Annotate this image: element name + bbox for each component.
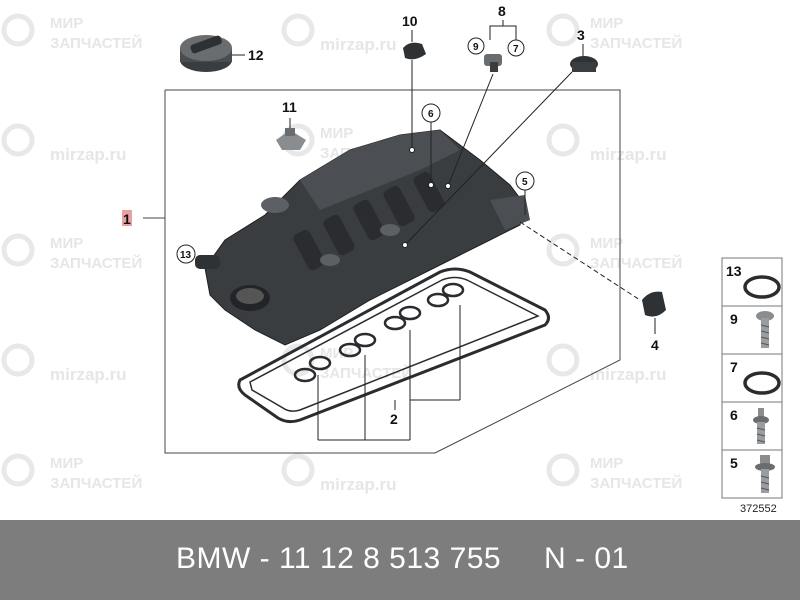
oil-filler-cap-part[interactable] xyxy=(180,35,245,72)
part-number: BMW - 11 12 8 513 755 xyxy=(176,542,502,575)
callout-9-badge xyxy=(467,37,485,55)
leader-dots xyxy=(402,147,451,248)
watermark-line2: ЗАПЧАСТЕЙ xyxy=(320,364,412,382)
gasket-set-part[interactable] xyxy=(237,267,550,424)
watermark-line2: ЗАПЧАСТЕЙ xyxy=(590,34,682,52)
position-code: N - 01 xyxy=(544,542,629,575)
callout-13-badge xyxy=(176,244,196,264)
watermark-line2: ЗАПЧАСТЕЙ xyxy=(590,474,682,492)
cylinder-head-cover-part[interactable] xyxy=(195,129,530,346)
watermark-line2: ЗАПЧАСТЕЙ xyxy=(50,254,142,272)
o-ring-icon xyxy=(743,275,781,299)
legend-item-6-label: 6 xyxy=(730,407,738,423)
callout-8: 8 xyxy=(498,3,506,19)
screw-icon xyxy=(753,408,769,444)
seal-ring-icon xyxy=(743,371,781,395)
watermark-line1: МИР xyxy=(590,15,623,32)
sensor-part[interactable] xyxy=(484,54,502,72)
collar-screw-icon xyxy=(755,455,775,493)
watermark-line2: ЗАПЧАСТЕЙ xyxy=(590,254,682,272)
callout-12: 12 xyxy=(248,47,264,63)
callout-1: 1 xyxy=(123,211,131,227)
bolt-icon xyxy=(756,311,774,348)
watermark-line2: ЗАПЧАСТЕЙ xyxy=(50,34,142,52)
watermark-site: mirzap.ru xyxy=(50,365,127,384)
watermark-line1: МИР xyxy=(320,345,353,362)
grommet-part[interactable] xyxy=(570,56,598,72)
callout-4: 4 xyxy=(651,337,659,353)
leader-lines xyxy=(404,60,573,246)
callout-2: 2 xyxy=(390,411,398,427)
callout-7: 7 xyxy=(513,44,519,55)
callout-11: 11 xyxy=(282,99,297,115)
blanking-plug-4-part[interactable] xyxy=(642,291,666,334)
callout-5: 5 xyxy=(522,177,528,188)
callout-8-bracket xyxy=(489,20,517,40)
watermark-line1: МИР xyxy=(590,455,623,472)
callout-6: 6 xyxy=(428,109,434,120)
assembly-frame xyxy=(143,89,621,454)
part-number-footer: BMW - 11 12 8 513 755 N - 01 xyxy=(0,520,800,600)
callout-13: 13 xyxy=(180,250,192,261)
clip-part[interactable] xyxy=(276,128,306,150)
callout-7-badge xyxy=(507,39,525,57)
watermark-site: mirzap.ru xyxy=(590,365,667,384)
callout-10: 10 xyxy=(402,13,418,29)
watermark-site: mirzap.ru xyxy=(320,35,397,54)
legend-item-9-label: 9 xyxy=(730,311,738,327)
watermark-site: mirzap.ru xyxy=(590,145,667,164)
watermark-site: mirzap.ru xyxy=(320,475,397,494)
callout-3: 3 xyxy=(577,27,585,43)
blanking-plug-part[interactable] xyxy=(403,30,426,60)
watermark-line1: МИР xyxy=(50,455,83,472)
callout-2-bracket xyxy=(317,305,461,441)
legend-item-7-label: 7 xyxy=(730,359,738,375)
callout-9: 9 xyxy=(473,42,479,53)
watermark-site: mirzap.ru xyxy=(50,145,127,164)
legend-item-13-label: 13 xyxy=(726,263,742,279)
watermark-line1: МИР xyxy=(590,235,623,252)
watermark-line1: МИР xyxy=(50,15,83,32)
diagram-id: 372552 xyxy=(740,503,777,515)
legend-item-5-label: 5 xyxy=(730,455,738,471)
watermark-line2: ЗАПЧАСТЕЙ xyxy=(50,474,142,492)
legend-panel: 13 9 7 6 5 xyxy=(721,257,783,499)
watermark-line1: МИР xyxy=(50,235,83,252)
callout-1-highlight xyxy=(122,210,132,226)
parts-diagram: МИР ЗАПЧАСТЕЙ mirzap.ru МИР ЗАПЧАСТЕЙ mi… xyxy=(1,3,783,515)
watermark-line1: МИР xyxy=(320,125,353,142)
